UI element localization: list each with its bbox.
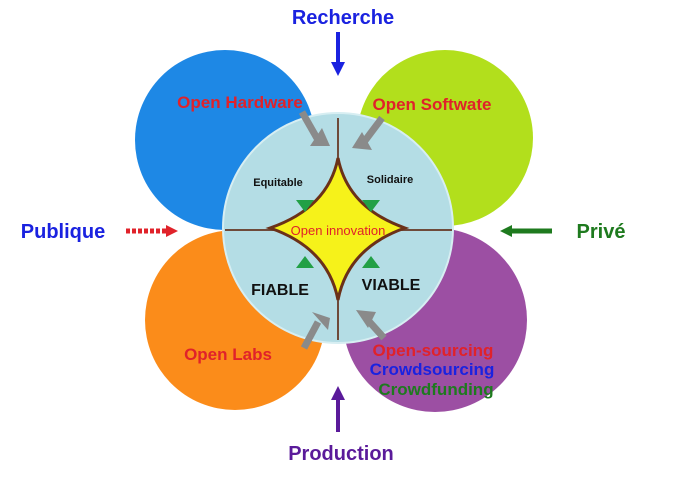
label-production: Production — [288, 443, 394, 465]
gray-arrow-top-left — [298, 110, 330, 146]
innovation-star — [265, 157, 410, 301]
label-open-sourcing: Open-sourcing — [373, 341, 494, 360]
green-arrow-top-right — [362, 200, 380, 212]
label-open-labs: Open Labs — [184, 345, 272, 364]
green-arrow-bottom-left — [296, 256, 314, 268]
green-arrow-top-left — [296, 200, 314, 212]
gray-arrow-bottom-right — [356, 310, 387, 341]
label-open-hardware: Open Hardware — [177, 93, 303, 112]
label-publique: Publique — [21, 221, 105, 243]
label-viable: VIABLE — [362, 277, 421, 294]
label-crowdsourcing: Crowdsourcing — [370, 360, 495, 379]
arrow-right-publique — [126, 225, 178, 237]
label-prive: Privé — [577, 221, 626, 243]
label-open-innovation: Open innovation — [291, 223, 386, 238]
label-equitable: Equitable — [253, 177, 303, 189]
label-open-software: Open Softwate — [372, 95, 491, 114]
green-arrow-bottom-right — [362, 256, 380, 268]
gray-arrow-bottom-left — [300, 312, 330, 350]
arrow-down-recherche — [331, 32, 345, 76]
label-solidaire: Solidaire — [367, 174, 413, 186]
gray-arrow-top-right — [352, 115, 385, 150]
arrow-up-production — [331, 386, 345, 432]
label-recherche: Recherche — [292, 7, 394, 29]
label-fiable: FIABLE — [251, 282, 309, 299]
arrow-left-prive — [500, 225, 552, 237]
label-crowdfunding: Crowdfunding — [378, 380, 493, 399]
